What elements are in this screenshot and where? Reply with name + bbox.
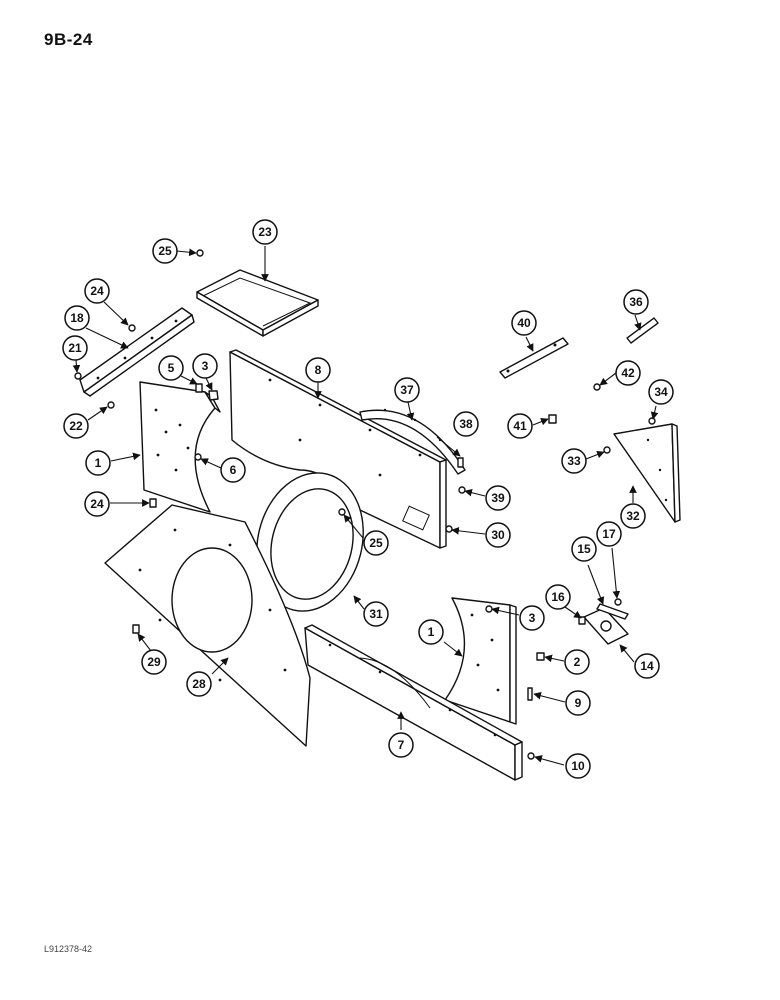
svg-text:41: 41	[513, 419, 527, 433]
svg-text:34: 34	[654, 385, 668, 399]
callout-41: 41	[507, 413, 533, 439]
callout-29: 29	[141, 649, 167, 675]
svg-text:40: 40	[517, 316, 531, 330]
part-side-plate-right	[613, 423, 681, 523]
part-side-panel-left	[139, 381, 221, 513]
svg-text:32: 32	[626, 509, 640, 523]
callout-32: 32	[620, 503, 646, 529]
callout-37: 37	[394, 377, 420, 403]
part-pin	[626, 317, 659, 344]
callout-24: 24	[84, 278, 110, 304]
callout-42: 42	[615, 360, 641, 386]
part-square-plate	[583, 607, 629, 645]
callout-22: 22	[63, 413, 89, 439]
callout-16: 16	[545, 584, 571, 610]
callout-30: 30	[485, 522, 511, 548]
fasteners	[74, 249, 656, 760]
part-tray-top	[196, 269, 319, 337]
callout-15: 15	[571, 536, 597, 562]
callout-2: 2	[564, 649, 590, 675]
svg-text:8: 8	[315, 363, 322, 377]
svg-text:18: 18	[70, 311, 84, 325]
callout-3: 3	[192, 353, 218, 379]
callout-23: 23	[252, 219, 278, 245]
callout-5: 5	[158, 355, 184, 381]
svg-text:14: 14	[640, 659, 654, 673]
part-strip	[596, 603, 629, 620]
callout-39: 39	[485, 485, 511, 511]
callout-25: 25	[152, 238, 178, 264]
drawing-code: L912378-42	[44, 944, 93, 954]
svg-text:33: 33	[567, 454, 581, 468]
svg-text:42: 42	[621, 366, 635, 380]
svg-text:22: 22	[69, 419, 83, 433]
part-bar	[499, 337, 569, 379]
leader-lines	[72, 246, 659, 766]
svg-text:10: 10	[571, 759, 585, 773]
svg-text:2: 2	[574, 655, 581, 669]
svg-text:16: 16	[551, 590, 565, 604]
callout-36: 36	[623, 289, 649, 315]
callout-7: 7	[388, 732, 414, 758]
svg-text:7: 7	[398, 738, 405, 752]
callout-18: 18	[64, 305, 90, 331]
part-front-plate	[104, 504, 311, 747]
svg-text:25: 25	[369, 536, 383, 550]
svg-text:30: 30	[491, 528, 505, 542]
svg-text:36: 36	[629, 295, 643, 309]
callout-1: 1	[85, 450, 111, 476]
svg-text:3: 3	[202, 359, 209, 373]
svg-text:24: 24	[90, 497, 104, 511]
part-bottom-beam	[304, 624, 523, 781]
svg-text:21: 21	[68, 341, 82, 355]
callout-8: 8	[305, 357, 331, 383]
part-side-panel-right	[444, 597, 517, 725]
callout-28: 28	[186, 671, 212, 697]
callout-6: 6	[220, 457, 246, 483]
svg-text:23: 23	[258, 225, 272, 239]
svg-text:25: 25	[158, 244, 172, 258]
callout-31: 31	[363, 601, 389, 627]
svg-text:15: 15	[577, 542, 591, 556]
svg-text:9: 9	[575, 696, 582, 710]
svg-text:24: 24	[90, 284, 104, 298]
callout-25: 25	[363, 530, 389, 556]
callout-10: 10	[565, 753, 591, 779]
callout-17: 17	[596, 521, 622, 547]
callouts: 25 23 24 18 21 22 5 3 8 37 38 40 36 42 3…	[62, 219, 674, 779]
part-ring	[256, 472, 364, 612]
svg-text:1: 1	[428, 625, 435, 639]
callout-14: 14	[634, 653, 660, 679]
svg-text:5: 5	[168, 361, 175, 375]
callout-40: 40	[511, 310, 537, 336]
callout-9: 9	[565, 690, 591, 716]
callout-38: 38	[453, 411, 479, 437]
svg-text:28: 28	[192, 677, 206, 691]
callout-33: 33	[561, 448, 587, 474]
page-number: 9B-24	[44, 30, 93, 49]
svg-text:6: 6	[230, 463, 237, 477]
svg-text:38: 38	[459, 417, 473, 431]
callout-21: 21	[62, 335, 88, 361]
svg-text:1: 1	[95, 456, 102, 470]
svg-text:37: 37	[400, 383, 414, 397]
svg-text:39: 39	[491, 491, 505, 505]
svg-text:17: 17	[602, 527, 616, 541]
callout-3: 3	[519, 605, 545, 631]
svg-text:3: 3	[529, 611, 536, 625]
part-angle-bracket	[79, 307, 195, 397]
svg-text:31: 31	[369, 607, 383, 621]
callout-34: 34	[648, 379, 674, 405]
callout-24: 24	[84, 491, 110, 517]
callout-1: 1	[418, 619, 444, 645]
svg-text:29: 29	[147, 655, 161, 669]
